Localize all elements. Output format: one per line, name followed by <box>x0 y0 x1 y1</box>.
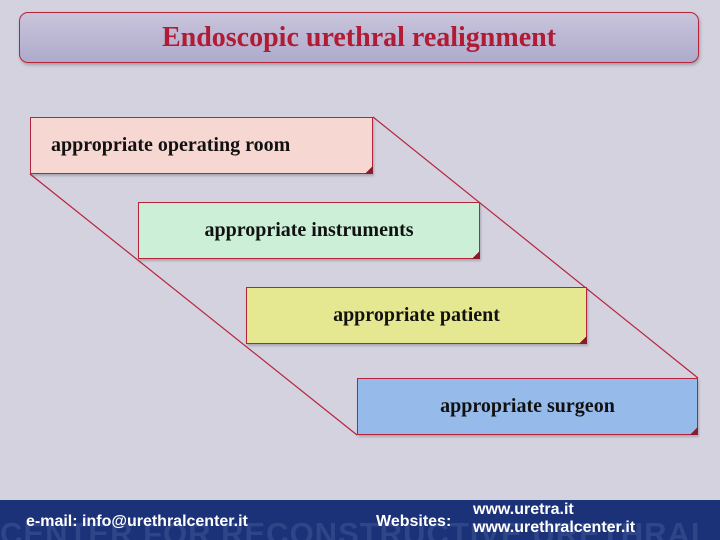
step-surgeon: appropriate surgeon <box>357 378 698 435</box>
footer-email: e-mail: info@urethralcenter.it <box>26 513 248 530</box>
folded-corner-icon <box>579 336 587 344</box>
title-box: Endoscopic urethral realignment <box>19 12 699 63</box>
folded-corner-icon <box>365 166 373 174</box>
slide-title: Endoscopic urethral realignment <box>161 21 557 53</box>
step-patient: appropriate patient <box>246 287 587 344</box>
footer-watermark: CENTER FOR RECONSTRUCTIVE URETHRAL SURGE… <box>0 516 720 540</box>
folded-corner-icon <box>690 427 698 435</box>
step-label: appropriate operating room <box>51 134 291 156</box>
step-instruments: appropriate instruments <box>138 202 480 259</box>
step-label: appropriate instruments <box>204 219 414 241</box>
step-label: appropriate patient <box>333 304 500 326</box>
footer-bar: CENTER FOR RECONSTRUCTIVE URETHRAL SURGE… <box>0 500 720 540</box>
step-operating-room: appropriate operating room <box>30 117 373 174</box>
connector-line-right <box>372 116 699 379</box>
connector-line-left <box>29 173 358 436</box>
footer-website-urethralcenter: www.urethralcenter.it <box>473 519 636 536</box>
folded-corner-icon <box>472 251 480 259</box>
step-label: appropriate surgeon <box>440 395 615 417</box>
footer-website-uretra: www.uretra.it <box>473 501 574 518</box>
footer-websites-label: Websites: <box>376 513 452 530</box>
